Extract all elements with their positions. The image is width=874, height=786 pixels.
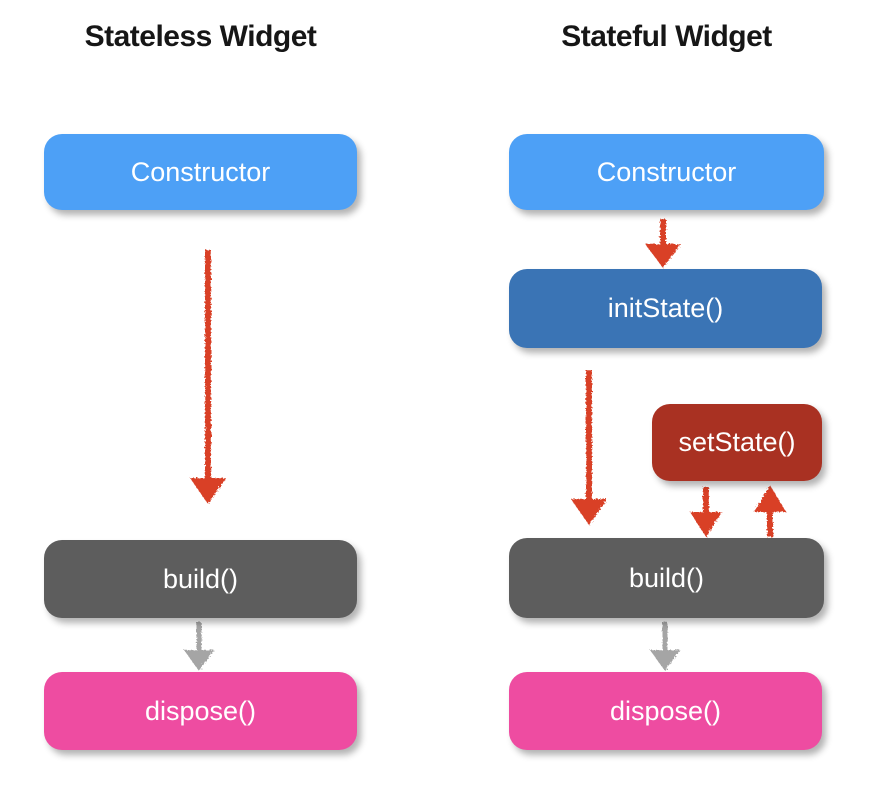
node-dispose-stateful: dispose() [509, 672, 822, 750]
arrow-setstate-to-build [690, 487, 722, 537]
node-setstate: setState() [652, 404, 822, 481]
node-build-stateless: build() [44, 540, 357, 618]
stateful-widget-title: Stateful Widget [561, 20, 772, 53]
node-constructor-stateful: Constructor [509, 134, 824, 210]
node-build-stateful: build() [509, 538, 824, 618]
node-dispose-stateless: dispose() [44, 672, 357, 750]
arrow-constructor-to-build-left [190, 250, 226, 504]
arrow-constructor-to-initstate [645, 219, 681, 268]
arrow-initstate-to-build [571, 370, 607, 525]
arrow-build-to-dispose-left [184, 622, 214, 671]
node-initstate: initState() [509, 269, 822, 348]
stateless-widget-title: Stateless Widget [84, 20, 317, 53]
arrow-build-to-dispose-right [650, 622, 680, 671]
arrow-build-to-setstate [754, 485, 786, 537]
node-constructor-stateless: Constructor [44, 134, 357, 210]
